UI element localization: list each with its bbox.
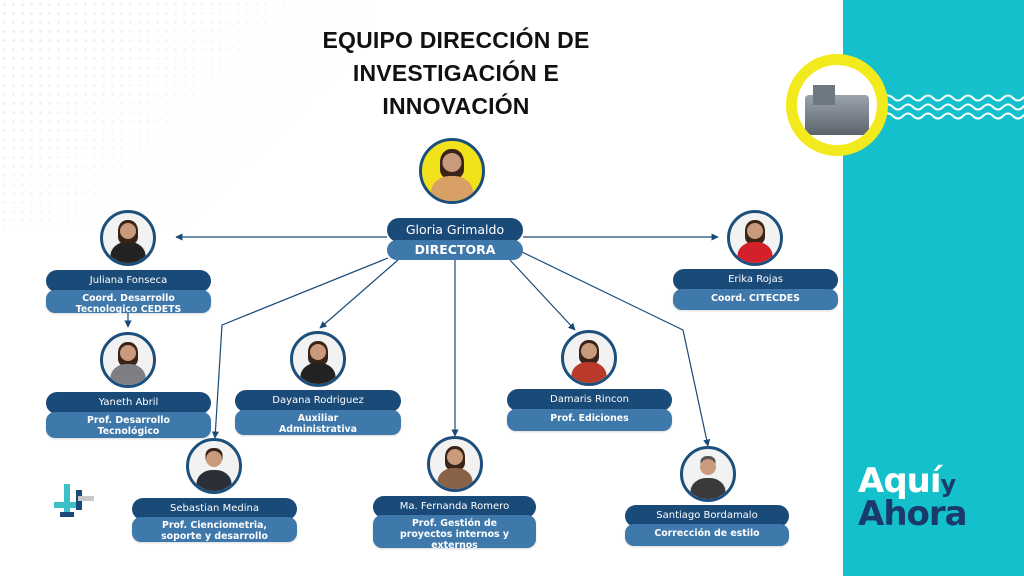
- erika-name: Erika Rojas: [673, 269, 838, 291]
- juliana-name: Juliana Fonseca: [46, 270, 211, 292]
- santiago-photo: [680, 446, 736, 502]
- sebastian-role: Prof. Cienciometria,soporte y desarrollo: [132, 517, 297, 542]
- damaris-name: Damaris Rincon: [507, 389, 672, 411]
- santiago-name: Santiago Bordamalo: [625, 505, 789, 527]
- institution-cross-logo: [54, 484, 94, 517]
- director-role: DIRECTORA: [387, 240, 523, 260]
- aqui-y-ahora-logo: Aquíy Ahora: [858, 461, 968, 534]
- erika-photo: [727, 210, 783, 266]
- juliana-photo: [100, 210, 156, 266]
- fernanda-name: Ma. Fernanda Romero: [373, 496, 536, 518]
- connector-to-dayana: [319, 259, 399, 329]
- fernanda-photo: [427, 436, 483, 492]
- dot-pattern-background: [0, 0, 380, 230]
- director-name: Gloria Grimaldo: [387, 218, 523, 242]
- page-title: EQUIPO DIRECCIÓN DE INVESTIGACIÓN E INNO…: [322, 27, 590, 119]
- erika-role: Coord. CITECDES: [673, 289, 838, 310]
- yaneth-name: Yaneth Abril: [46, 392, 211, 414]
- connector-to-damaris: [509, 259, 576, 331]
- dayana-name: Dayana Rodriguez: [235, 390, 401, 412]
- campus-logo-badge: [786, 54, 888, 156]
- damaris-photo: [561, 330, 617, 386]
- dayana-photo: [290, 331, 346, 387]
- santiago-role: Corrección de estilo: [625, 524, 789, 546]
- damaris-role: Prof. Ediciones: [507, 409, 672, 431]
- yaneth-photo: [100, 332, 156, 388]
- sebastian-photo: [186, 438, 242, 494]
- director-photo: [419, 138, 485, 204]
- sebastian-name: Sebastian Medina: [132, 498, 297, 520]
